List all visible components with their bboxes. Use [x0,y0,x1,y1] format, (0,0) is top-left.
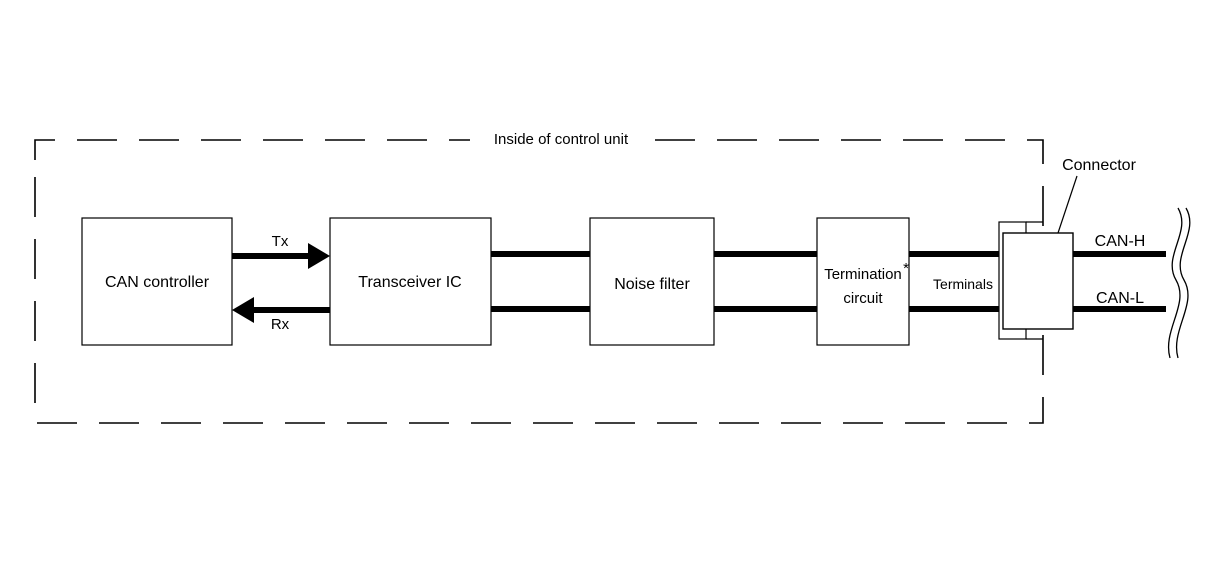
rx-label: Rx [271,316,290,333]
terminals-label: Terminals [933,276,993,292]
bus-wires [491,251,1166,312]
can-controller-block [81,217,233,346]
connector-shape [998,221,1074,340]
connector-label: Connector [1062,157,1136,174]
connector-leader-line [1057,175,1078,234]
wire-break-icon [1167,207,1191,359]
transceiver-label: Transceiver IC [358,274,461,291]
noise-filter-block [589,217,715,346]
termination-footnote-mark: * [903,260,909,277]
termination-circuit-block [816,217,910,346]
can-l-label: CAN-L [1096,290,1144,307]
termination-label-line1: Termination [824,266,902,283]
tx-label: Tx [272,233,289,250]
noise-filter-label: Noise filter [614,276,690,293]
can-h-label: CAN-H [1095,233,1146,250]
transceiver-block [329,217,492,346]
rx-arrowhead [232,297,254,323]
termination-label-line2: circuit [843,290,883,307]
control-unit-boundary [34,139,1044,424]
tx-arrowhead [308,243,330,269]
can-controller-label: CAN controller [105,274,210,291]
boundary-label: Inside of control unit [494,131,629,148]
